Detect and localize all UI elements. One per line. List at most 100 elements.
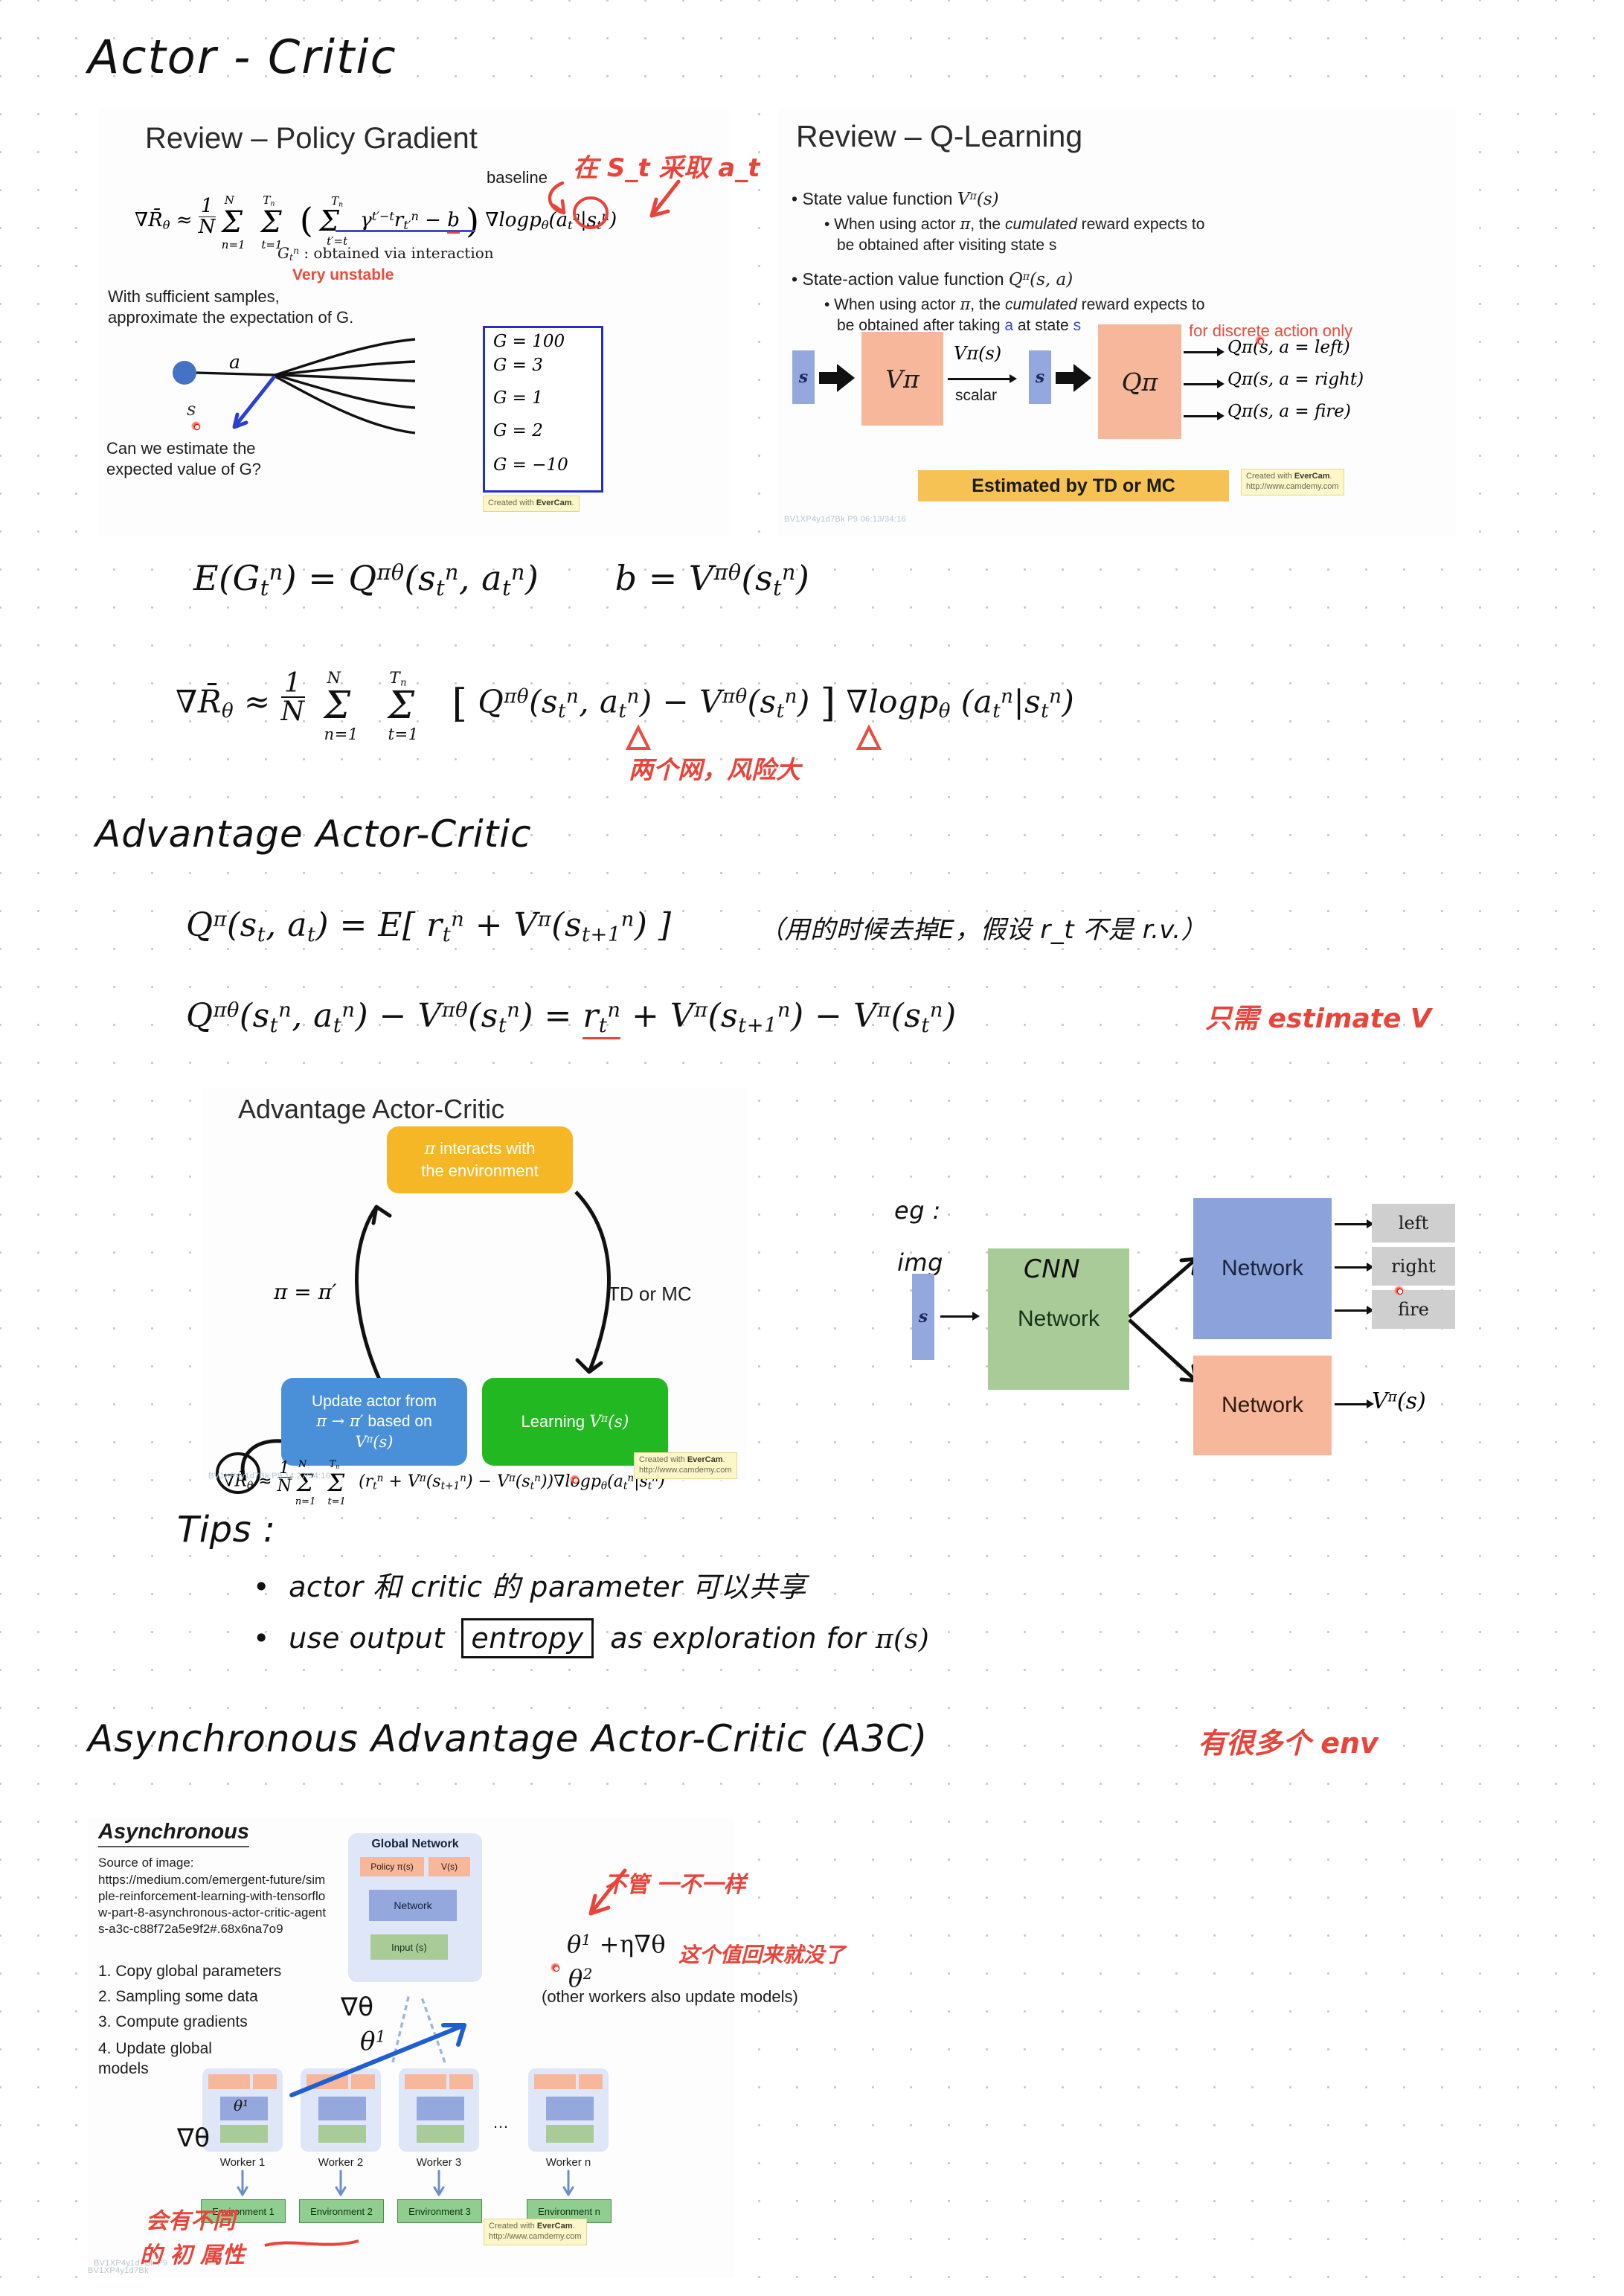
a3c-step-3: 3. Compute gradients	[98, 2013, 248, 2030]
a3c-environment-1: Environment 1	[201, 2199, 286, 2223]
network-sharing-diagram: eg : img s Network CNN Network Network l…	[878, 1190, 1473, 1488]
net-input-state: s	[912, 1274, 934, 1360]
a3c-worker-policy	[534, 2074, 576, 2089]
pg-g-value: G = 2	[493, 421, 543, 440]
hw-red-delta-marks	[625, 724, 882, 750]
evercam-line1: Created with EverCam.	[1246, 472, 1332, 481]
a3c-video-watermark: BV1XP4y1d7Bk P9	[94, 2259, 168, 2268]
tips-item-2: • use output entropy as exploration for …	[253, 1618, 929, 1658]
net-arrow-input	[940, 1312, 980, 1321]
net-action-right: right	[1372, 1247, 1455, 1286]
q-fat-arrow-2	[1056, 364, 1091, 392]
a3c-worker-1-label: Worker 1	[219, 2156, 266, 2169]
hw-eq-expectation-G: E(Gtn) = Qπθ(stn, atn) b = Vπθ(stn)	[193, 558, 810, 601]
net-value-output: Vπ(s)	[1372, 1388, 1426, 1414]
hw-red-note-two-networks: 两个网，风险大	[629, 755, 800, 784]
a3c-red-note-2: 这个值回来就没了	[678, 1943, 846, 1967]
a3c-environment-3: Environment 3	[397, 2199, 482, 2223]
hw-eq-Q-expectation: Qπ(st, at) = E[ rtn + Vπ(st+1n) ]	[186, 906, 672, 946]
pg-fan-diagram	[173, 338, 416, 434]
aac-video-watermark: BV1XP4y1d7Bk P9 14:27/34:16	[208, 1472, 331, 1481]
pg-question-line1: Can we estimate the	[106, 439, 256, 458]
slide-q-learning: Review – Q-Learning • State value functi…	[778, 109, 1457, 536]
page-title: Actor - Critic	[88, 30, 397, 84]
a3c-grad-theta-label-bottom: ∇θ	[177, 2123, 211, 2153]
net-hand-note-img: img	[897, 1248, 943, 1277]
a3c-worker-network	[417, 2097, 464, 2120]
slide-pg-title: Review – Policy Gradient	[145, 122, 478, 155]
hw-red-note-estimate-v: 只需 estimate V	[1205, 1004, 1431, 1034]
q-input-state-right: s	[1029, 350, 1051, 404]
net-cnn-label: CNN	[1024, 1254, 1081, 1284]
a3c-worker-input	[220, 2125, 268, 2143]
q-arrow-out-1	[1184, 347, 1225, 356]
q-bullet-1: • State value function Vπ(s)	[792, 189, 999, 209]
slide-q-title: Review – Q-Learning	[796, 119, 1083, 153]
net-value-network: Network	[1193, 1356, 1332, 1455]
q-qpi-box: Qπ	[1098, 324, 1181, 439]
q-bullet-1-sub: • When using actor π, the cumulated rewa…	[824, 215, 1205, 254]
hw-note-drop-expectation: （用的时候去掉E，假设 r_t 不是 r.v.）	[759, 915, 1207, 945]
net-arrow-right-action	[1335, 1263, 1374, 1272]
a3c-worker-network	[220, 2097, 268, 2120]
pg-state-label: s	[187, 399, 196, 420]
laser-pointer-dot-net	[1394, 1286, 1404, 1295]
q-video-watermark: BV1XP4y1d7Bk P9 06:13/34:16	[784, 515, 907, 524]
aac-hand-circle-gradient	[216, 1452, 260, 1494]
a3c-environment-2: Environment 2	[299, 2199, 384, 2223]
tips-boxed-entropy: entropy	[461, 1618, 594, 1658]
pg-b-circle-annotation	[548, 181, 609, 229]
a3c-worker-input	[546, 2125, 594, 2143]
a3c-red-note-3-line1: 会有不同	[146, 2208, 235, 2234]
evercam-line1: Created with EverCam.	[639, 1455, 725, 1464]
heading-a3c: Asynchronous Advantage Actor-Critic (A3C…	[88, 1717, 928, 1760]
q-bullet-2-sub: • When using actor π, the cumulated rewa…	[824, 295, 1205, 334]
a3c-worker-network	[546, 2097, 594, 2120]
aac-update-line1: Update actor from	[311, 1393, 437, 1411]
evercam-watermark-aac: Created with EverCam. http://www.camdemy…	[634, 1452, 737, 1479]
a3c-other-workers-note: (other workers also update models)	[542, 1986, 798, 2007]
aac-edge-label-td-or-mc: TD or MC	[608, 1283, 692, 1305]
evercam-watermark-pg: Created with EverCam.	[483, 496, 580, 512]
net-action-fire: fire	[1372, 1290, 1455, 1329]
evercam-line2: http://www.camdemy.com	[489, 2231, 582, 2241]
a3c-theta1-label: θ1	[360, 2027, 386, 2056]
pg-samples-note-1: With sufficient samples,	[108, 287, 280, 306]
evercam-watermark-q: Created with EverCam. http://www.camdemy…	[1241, 469, 1344, 496]
q-arrow-out-3	[1184, 411, 1225, 420]
hw-eq-advantage-td: Qπθ(stn, atn) − Vπθ(stn) = rtn + Vπ(st+1…	[186, 997, 957, 1039]
a3c-red-note-1: 不管 一不一样	[604, 1872, 746, 1898]
q-vpi-out-label: Vπ(s)	[954, 343, 1002, 364]
q-vpi-out-sub: scalar	[955, 387, 998, 404]
a3c-red-underline-env	[264, 2239, 359, 2247]
laser-pointer-dot-a3c	[551, 1963, 560, 1972]
tips-item-1: • actor 和 critic 的 parameter 可以共享	[253, 1571, 806, 1603]
evercam-line2: http://www.camdemy.com	[639, 1465, 732, 1475]
pg-g-value: G = −10	[493, 455, 568, 475]
a3c-step-1: 1. Copy global parameters	[98, 1963, 282, 1980]
a3c-network-block: Network	[369, 1890, 457, 1921]
laser-pointer-dot-aac	[570, 1475, 580, 1484]
q-fat-arrow-1	[819, 364, 855, 392]
a3c-blue-gradient-arrow	[289, 2023, 466, 2097]
pg-g-value: G = 3	[493, 356, 543, 375]
pg-samples-note-2: approximate the expectation of G.	[108, 308, 354, 327]
a3c-worker-value	[253, 2074, 277, 2089]
a3c-grad-theta-label: ∇θ	[341, 1992, 374, 2022]
net-policy-network: Network	[1193, 1198, 1332, 1339]
a3c-worker-theta-label: θ¹	[234, 2097, 249, 2114]
evercam-line2: http://www.camdemy.com	[1246, 481, 1339, 491]
net-action-left: left	[1372, 1204, 1455, 1242]
pg-action-label: a	[229, 351, 240, 373]
a3c-red-arrow-annotation	[588, 1868, 627, 1916]
pg-g-note: Gtn : obtained via interaction	[277, 244, 494, 263]
a3c-worker-input	[318, 2125, 366, 2143]
net-shared-network: Network	[988, 1248, 1129, 1390]
a3c-worker-3-label: Worker 3	[416, 2156, 462, 2169]
a3c-step-4: 4. Update global models	[98, 2040, 212, 2078]
pg-red-arrow	[649, 179, 681, 218]
